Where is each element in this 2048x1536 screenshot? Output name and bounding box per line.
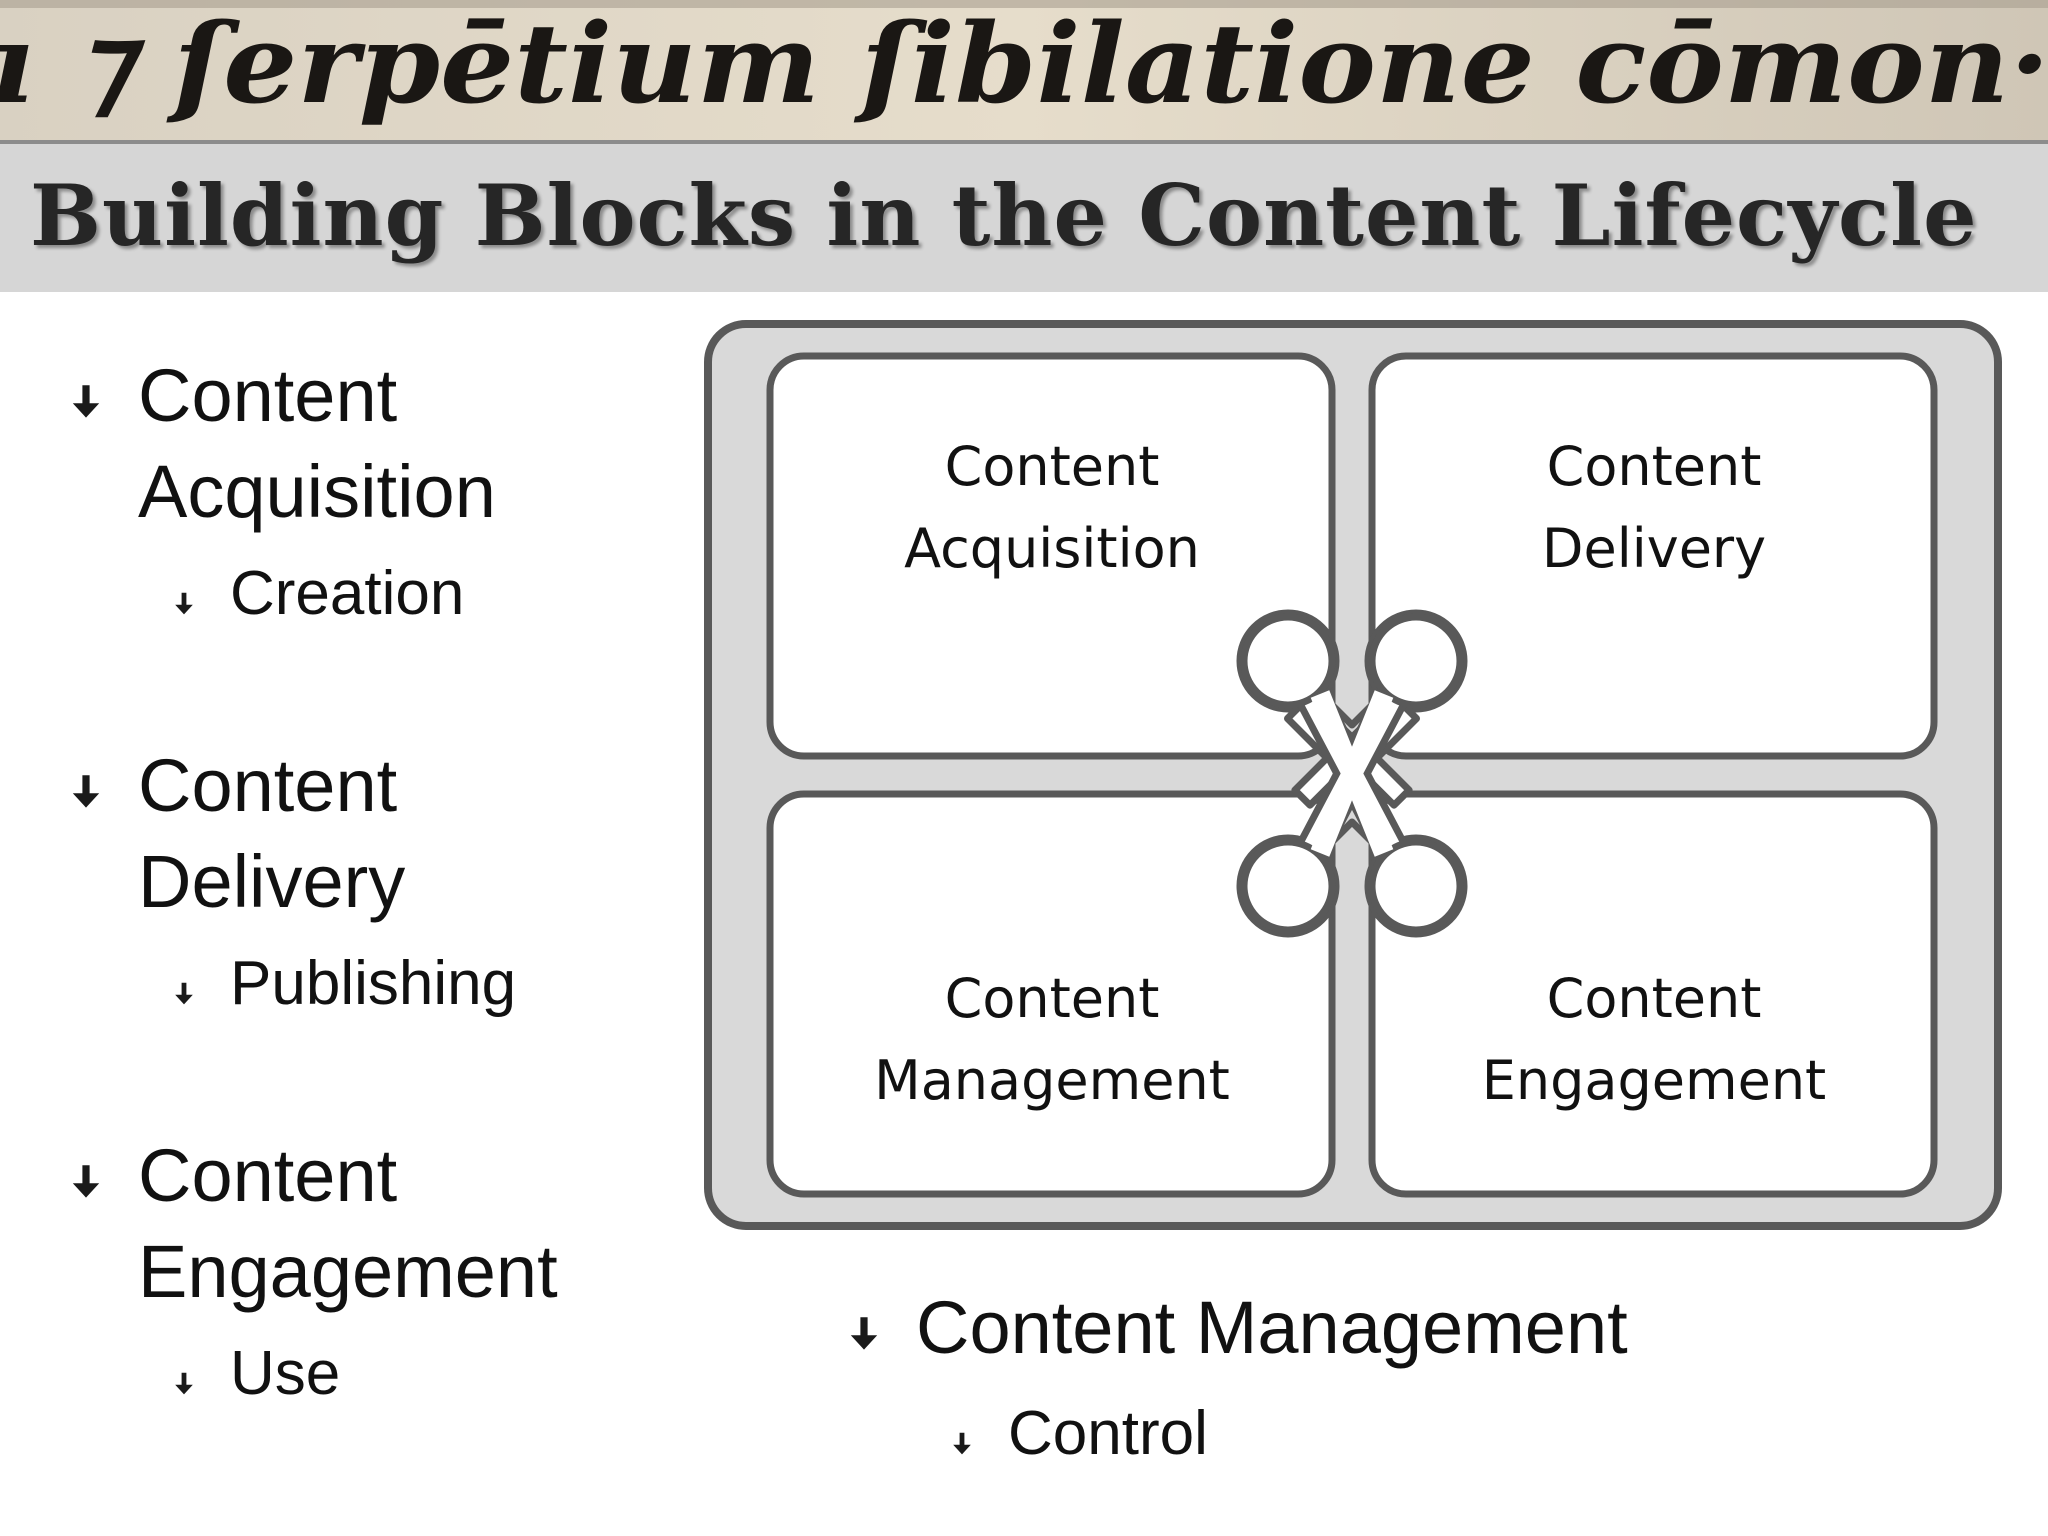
bullet-content-acquisition: Content Acquisition [62,348,496,540]
quadrant-label-line2: Acquisition [904,517,1200,580]
manuscript-banner-text: ı ⁊ ſerpētium ſibilatione cōmon· [0,0,2048,128]
quadrant-label-management: Content Management [772,958,1332,1122]
title-bar: Building Blocks in the Content Lifecycle [0,140,2048,292]
arrow-bullet-icon [953,1432,971,1455]
sub-bullet-label: Creation [230,559,465,628]
sub-bullet-label: Publishing [230,949,517,1018]
quadrant-label-line2: Delivery [1541,517,1767,580]
arrow-bullet-icon [850,1317,878,1350]
arrow-bullet-icon [175,1372,193,1395]
quadrant-label-delivery: Content Delivery [1374,426,1934,590]
quadrant-label-line1: Content [944,435,1160,498]
bullet-label-line2: Engagement [138,1230,558,1313]
quadrant-label-line1: Content [944,967,1160,1030]
content-lifecycle-diagram: Content Acquisition Content Delivery Con… [700,316,2010,1236]
quadrant-box-delivery [1368,352,1938,760]
quadrant-box-acquisition [766,352,1336,760]
quadrant-label-line1: Content [1546,435,1762,498]
page-title: Building Blocks in the Content Lifecycle [30,166,1978,265]
bullet-label-line2: Acquisition [138,450,496,533]
sub-bullet-label: Control [1008,1399,1208,1468]
bullet-label-line1: Content [138,744,398,827]
quadrant-label-line2: Engagement [1481,1049,1827,1112]
bullet-label-line2: Delivery [138,840,406,923]
quadrant-label-acquisition: Content Acquisition [772,426,1332,590]
quadrant-box-management [766,790,1336,1198]
arrow-bullet-icon [72,385,100,418]
sub-bullet-control: Control [946,1394,1208,1474]
arrow-bullet-icon [175,982,193,1005]
sub-bullet-publishing: Publishing [168,944,516,1024]
bullet-label: Content Management [916,1286,1628,1369]
bullet-label-line1: Content [138,354,398,437]
quadrant-label-line2: Management [874,1049,1230,1112]
diagram-graphic [704,320,2002,1230]
arrow-bullet-icon [72,1165,100,1198]
arrow-bullet-icon [72,775,100,808]
bullet-content-engagement: Content Engagement [62,1128,558,1320]
manuscript-banner-image: ı ⁊ ſerpētium ſibilatione cōmon· [0,0,2048,140]
bullet-content-management: Content Management [840,1280,1628,1376]
sub-bullet-label: Use [230,1339,341,1408]
sub-bullet-use: Use [168,1334,340,1414]
cross-connector-arms [1240,613,1464,934]
sub-bullet-creation: Creation [168,554,464,634]
quadrant-label-line1: Content [1546,967,1762,1030]
arrow-bullet-icon [175,592,193,615]
quadrant-box-engagement [1368,790,1938,1198]
bullet-content-delivery: Content Delivery [62,738,405,930]
quadrant-label-engagement: Content Engagement [1374,958,1934,1122]
bullet-label-line1: Content [138,1134,398,1217]
